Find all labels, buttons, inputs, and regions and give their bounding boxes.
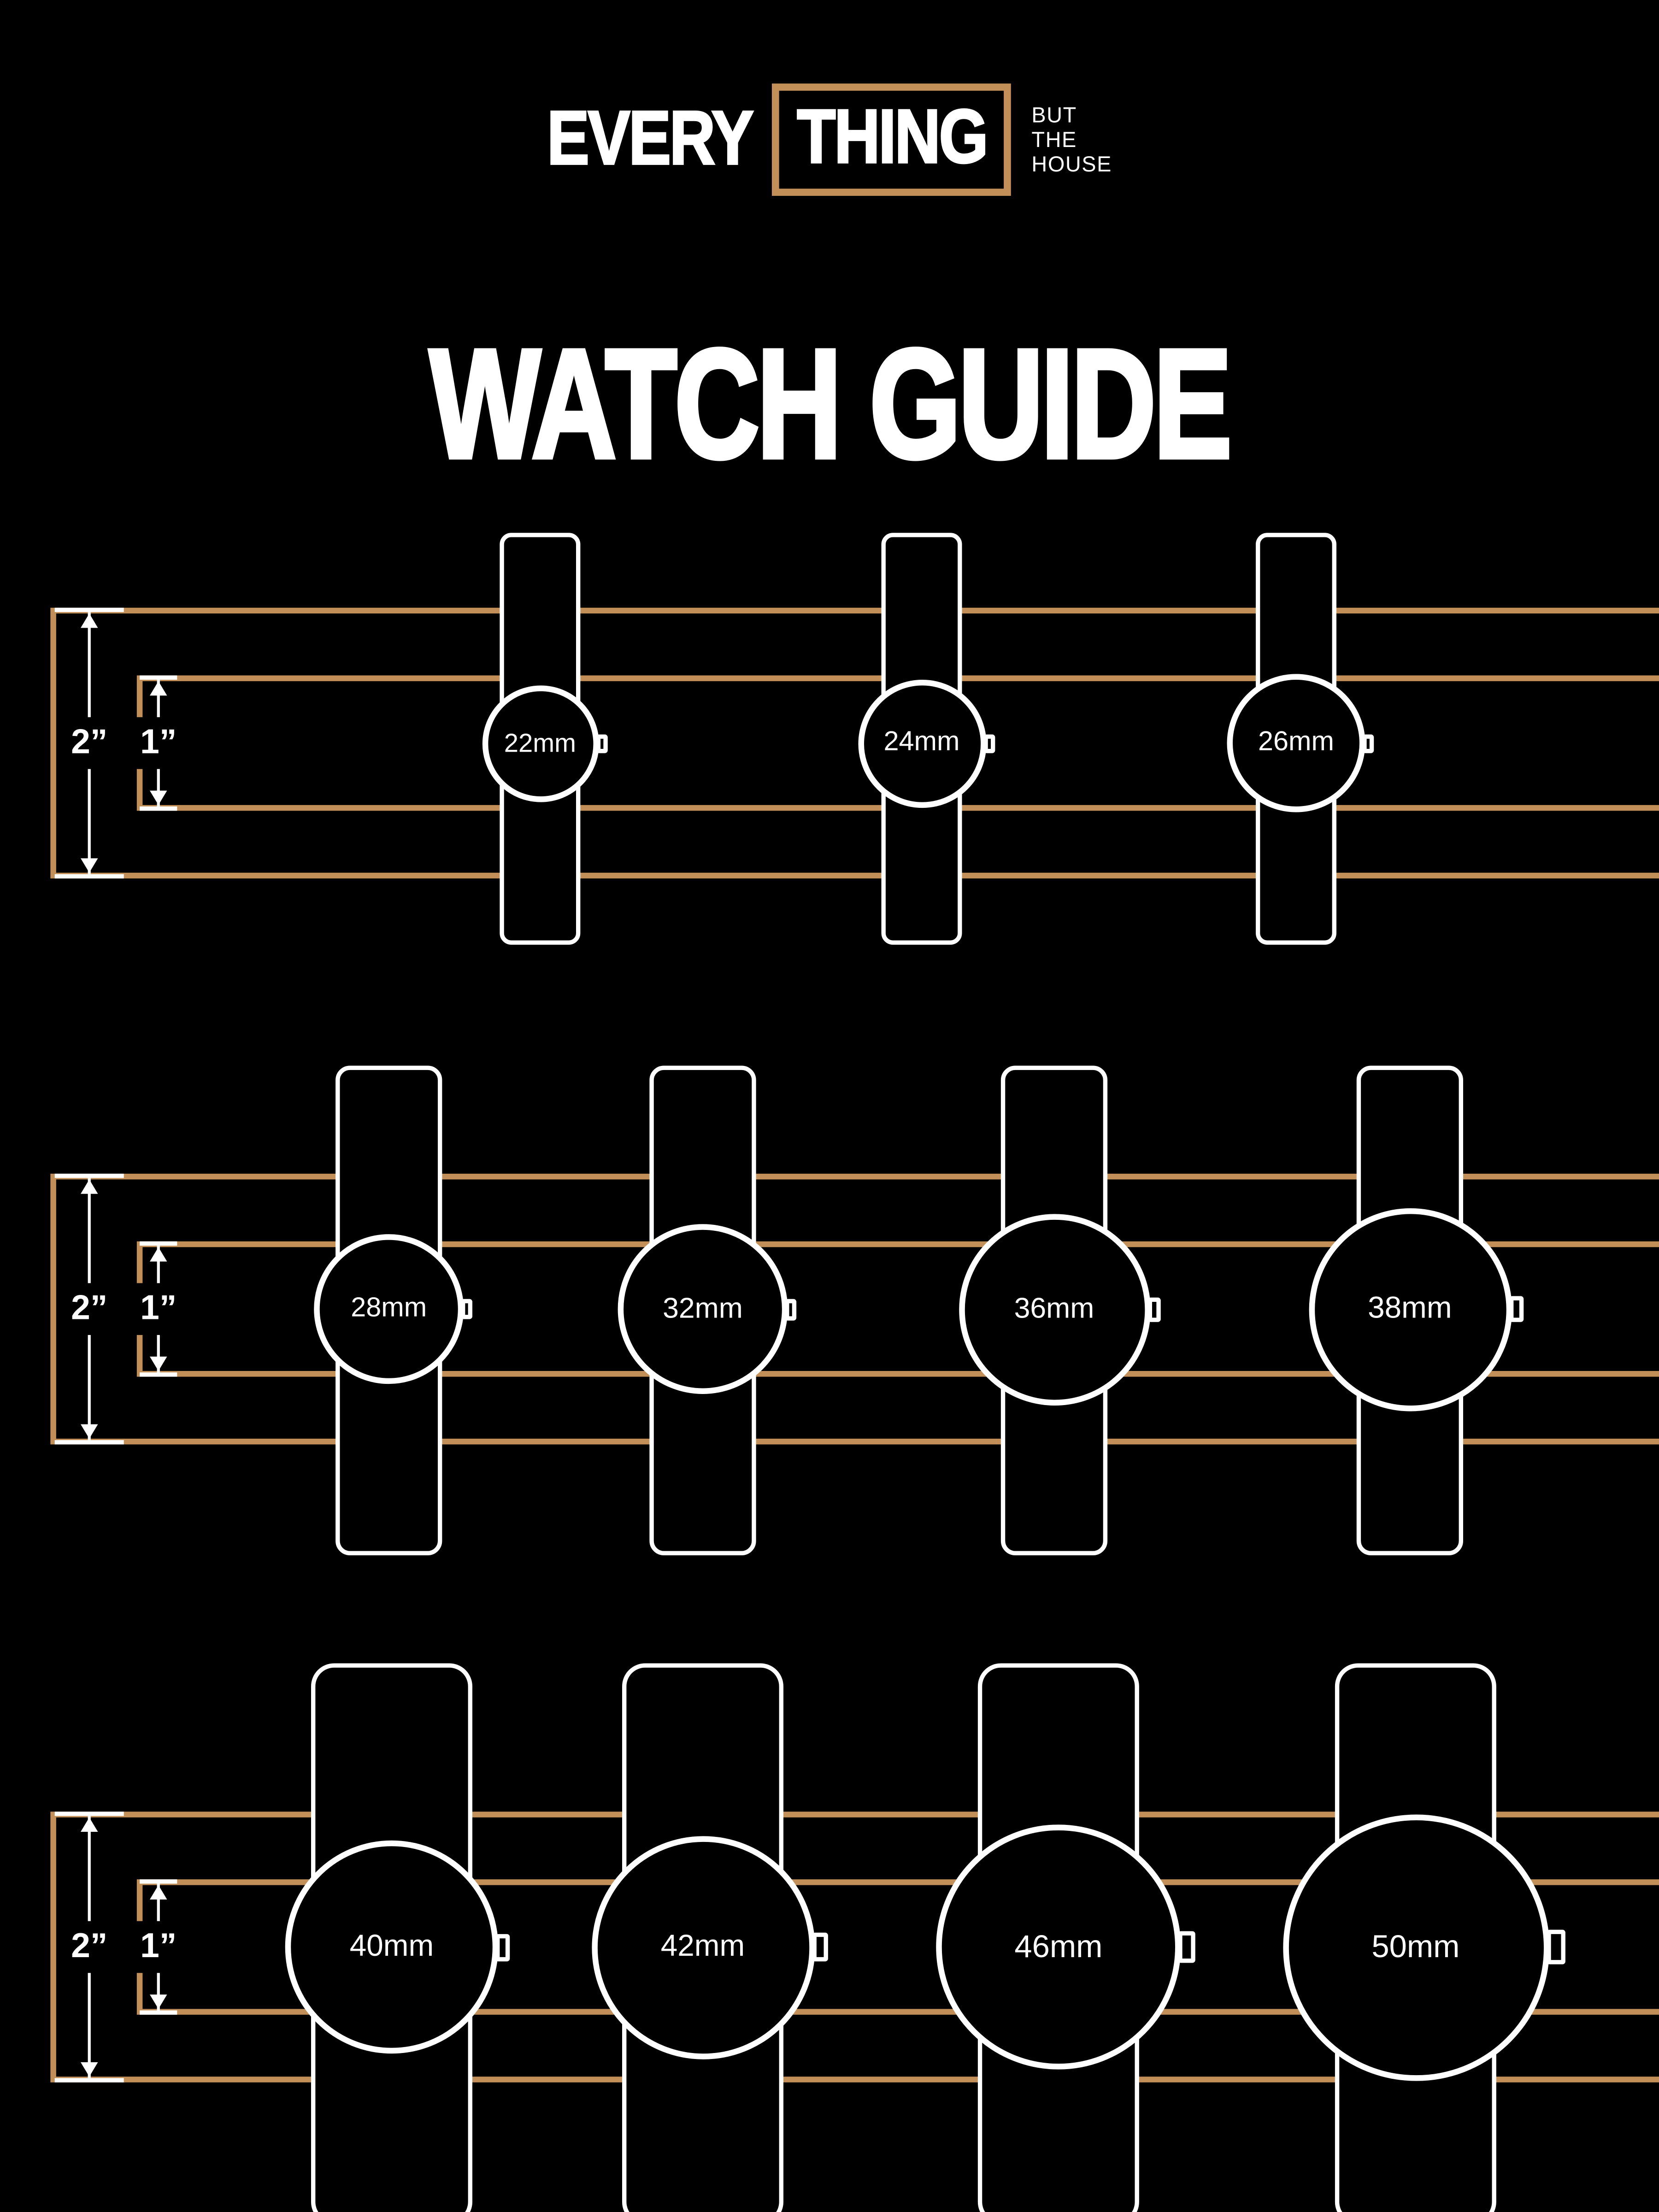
dimension-2in-label: 2” xyxy=(66,1921,112,1973)
reference-band-1in xyxy=(136,1241,1659,1377)
dimension-2in-cap-top xyxy=(54,1173,124,1178)
dimension-2in-arrow-up xyxy=(81,1179,98,1194)
reference-band-2in xyxy=(50,1173,1659,1445)
dimension-2in-arrow-up xyxy=(81,1817,98,1832)
dimension-1in-label: 1” xyxy=(135,1283,181,1335)
watch-face: 26mm xyxy=(1227,674,1365,812)
brand-word-thing-box: THING xyxy=(772,83,1012,196)
watch-face: 28mm xyxy=(314,1234,464,1384)
brand-word-thing: THING xyxy=(796,94,989,181)
watch-face: 40mm xyxy=(285,1840,499,2054)
watch-face: 42mm xyxy=(591,1835,815,2059)
watch-face: 22mm xyxy=(482,684,599,802)
dimension-1in-arrow-up xyxy=(150,1885,167,1900)
dimension-1in-arrow-down xyxy=(150,1356,167,1371)
dimension-2in-arrow-down xyxy=(81,2062,98,2077)
watch-face: 24mm xyxy=(857,679,986,807)
dimension-1in-arrow-up xyxy=(150,1247,167,1262)
brand-tagline-line-house: HOUSE xyxy=(1031,152,1112,176)
dimension-1in-arrow-down xyxy=(150,790,167,805)
watch-size-label: 26mm xyxy=(1258,727,1334,758)
watch-size-label: 50mm xyxy=(1371,1928,1460,1965)
dimension-2in-cap-top xyxy=(54,607,124,612)
dimension-2in-label: 2” xyxy=(66,1283,112,1335)
dimension-1in-arrow-up xyxy=(150,681,167,696)
watch-face: 50mm xyxy=(1282,1813,1549,2081)
watch-size-label: 38mm xyxy=(1368,1292,1452,1325)
watch-face: 36mm xyxy=(958,1213,1150,1405)
brand-word-every: EVERY xyxy=(546,95,754,182)
watch-size-label: 36mm xyxy=(1014,1292,1094,1324)
watch-face: 46mm xyxy=(936,1824,1181,2070)
dimension-2in-cap-bottom xyxy=(54,874,124,879)
watch-size-label: 40mm xyxy=(349,1930,434,1963)
dimension-1in-label: 1” xyxy=(135,717,181,769)
dimension-1in-cap-top xyxy=(140,675,177,680)
dimension-1in-cap-top xyxy=(140,1879,177,1884)
dimension-2in-cap-bottom xyxy=(54,1440,124,1445)
watch-face: 32mm xyxy=(618,1224,788,1394)
dimension-2in-cap-top xyxy=(54,1812,124,1816)
watch-face: 38mm xyxy=(1308,1207,1512,1411)
watch-size-label: 46mm xyxy=(1014,1928,1103,1965)
watch-size-label: 32mm xyxy=(663,1292,743,1324)
brand-tagline-line-but: BUT xyxy=(1031,103,1077,128)
dimension-1in-cap-bottom xyxy=(140,2010,177,2015)
dimension-2in-cap-bottom xyxy=(54,2078,124,2083)
dimension-2in-arrow-down xyxy=(81,1424,98,1439)
dimension-1in-cap-top xyxy=(140,1241,177,1246)
dimension-2in-arrow-down xyxy=(81,858,98,873)
watch-size-label: 42mm xyxy=(660,1930,745,1963)
watch-size-label: 24mm xyxy=(883,727,960,758)
watch-size-label: 22mm xyxy=(504,728,576,757)
dimension-2in-label: 2” xyxy=(66,717,112,769)
dimension-1in-cap-bottom xyxy=(140,1372,177,1377)
dimension-2in-arrow-up xyxy=(81,613,98,628)
brand-tagline: BUT THE HOUSE xyxy=(1031,103,1112,176)
dimension-1in-arrow-down xyxy=(150,1994,167,2009)
watch-size-label: 28mm xyxy=(351,1293,427,1324)
brand-tagline-line-the: THE xyxy=(1031,127,1077,152)
dimension-1in-label: 1” xyxy=(135,1921,181,1973)
brand-logo: EVERY THING BUT THE HOUSE xyxy=(0,83,1659,196)
page-title: WATCH GUIDE xyxy=(428,316,1234,494)
dimension-1in-cap-bottom xyxy=(140,806,177,811)
reference-band-1in xyxy=(136,1879,1659,2015)
